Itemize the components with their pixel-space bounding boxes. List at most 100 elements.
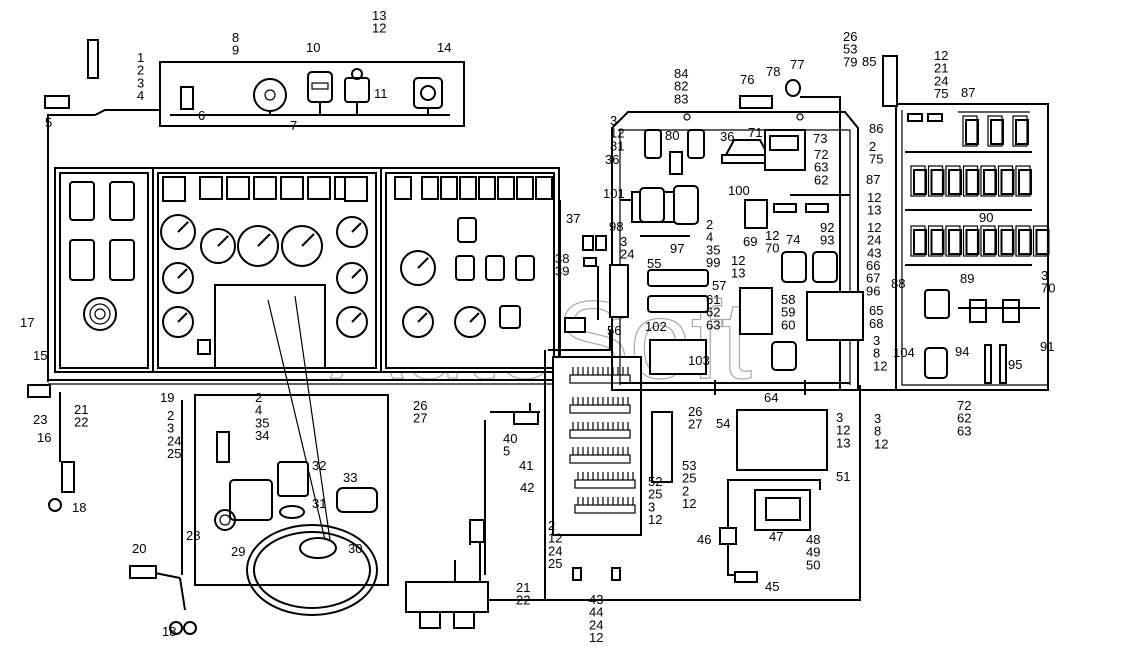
callout-label: 12	[934, 48, 948, 63]
callout-label: 93	[820, 233, 834, 248]
callout-group: 36	[720, 129, 734, 144]
callout-label: 54	[716, 416, 730, 431]
callout-label: 30	[348, 541, 362, 556]
callout-group: 47	[769, 529, 783, 544]
electrical-cabinet	[609, 79, 864, 395]
callout-label: 42	[520, 480, 534, 495]
callout-group: 103	[688, 353, 710, 368]
gauge-icon	[400, 250, 436, 286]
fuse-icon	[997, 165, 1015, 197]
callout-group: 405	[503, 431, 517, 459]
callout-group: 78	[766, 64, 780, 79]
callout-label: 24	[620, 247, 634, 262]
callout-label: 24	[867, 233, 881, 248]
callout-label: 2	[869, 139, 876, 154]
callout-label: 3	[836, 410, 843, 425]
callout-label: 12	[867, 190, 881, 205]
warning-lamp	[199, 176, 223, 200]
callout-label: 7	[290, 118, 297, 133]
callout-label: 12	[648, 512, 662, 527]
callout-label: 4	[706, 230, 713, 245]
callout-label: 68	[869, 316, 883, 331]
terminal-strip	[569, 374, 631, 384]
fuse-icon	[1015, 165, 1032, 197]
callout-label: 94	[955, 344, 969, 359]
warning-lamp	[535, 176, 553, 200]
callout-group: 94	[955, 344, 969, 359]
callout-label: 103	[688, 353, 710, 368]
callout-label: 66	[866, 258, 880, 273]
callout-label: 2	[706, 217, 713, 232]
callout-label: 85	[862, 54, 876, 69]
callout-label: 12	[836, 423, 850, 438]
gauge-icon	[160, 214, 196, 250]
callout-group: 95	[1008, 357, 1022, 372]
gauge-icon	[402, 306, 434, 338]
callout-label: 76	[740, 72, 754, 87]
connectors	[548, 235, 611, 351]
callout-group: 85	[862, 54, 876, 69]
fuse-icon	[997, 225, 1015, 257]
callout-label: 12	[873, 358, 887, 373]
callout-label: 32	[312, 458, 326, 473]
callout-label: 12	[874, 436, 888, 451]
gauge-icon	[200, 228, 236, 264]
callout-label: 25	[648, 487, 662, 502]
callout-label: 2	[255, 390, 262, 405]
callout-group: 19	[160, 390, 174, 405]
callout-label: 38	[555, 251, 569, 266]
callout-label: 17	[20, 315, 34, 330]
gauge-icon	[336, 216, 368, 248]
callout-group: 6	[198, 108, 205, 123]
fuse-cabinet	[858, 55, 1050, 391]
fuse-icon	[945, 165, 962, 197]
fuse-icon	[980, 225, 997, 257]
callout-group: 46	[697, 532, 711, 547]
callout-label: 90	[979, 210, 993, 225]
callout-label: 87	[866, 172, 880, 187]
terminal-strip	[569, 404, 631, 414]
callout-label: 36	[605, 152, 619, 167]
top-panel	[44, 39, 465, 382]
callout-label: 102	[645, 319, 667, 334]
callout-label: 72	[957, 398, 971, 413]
callout-group: 275	[869, 139, 883, 167]
callout-group: 102	[645, 319, 667, 334]
fuse-icon	[927, 165, 945, 197]
callout-group: 65	[869, 303, 883, 318]
callout-label: 65	[869, 303, 883, 318]
callout-label: 29	[231, 544, 245, 559]
callout-label: 99	[706, 255, 720, 270]
callout-label: 14	[437, 40, 451, 55]
callout-group: 20	[132, 541, 146, 556]
callout-label: 5	[45, 115, 52, 130]
relay-box	[405, 350, 861, 629]
callout-label: 101	[603, 186, 625, 201]
callout-label: 20	[132, 541, 146, 556]
callout-label: 96	[866, 283, 880, 298]
callout-label: 12	[589, 630, 603, 645]
callout-label: 63	[706, 317, 720, 332]
callout-group: 69	[743, 234, 757, 249]
callout-label: 13	[372, 8, 386, 23]
callout-label: 88	[891, 276, 905, 291]
callout-label: 67	[866, 271, 880, 286]
callout-label: 12	[372, 21, 386, 36]
fuse-icon	[945, 225, 962, 257]
